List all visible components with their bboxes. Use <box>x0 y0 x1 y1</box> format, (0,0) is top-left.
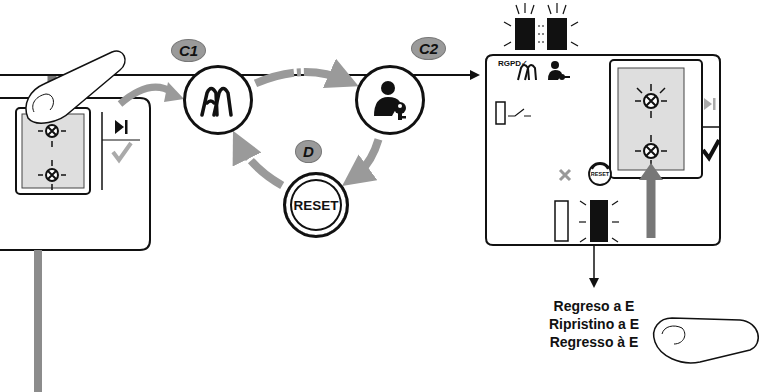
key-user-icon <box>368 80 412 120</box>
reset-icon-label: RESET <box>591 171 609 177</box>
cycle-arrow <box>256 72 348 83</box>
cycle-arrow <box>352 139 378 178</box>
people-icon <box>198 83 238 117</box>
key-user-circle: C2 <box>355 65 425 135</box>
callout-number: C2 <box>411 37 446 60</box>
users-circle: C1 <box>183 65 253 135</box>
cycle-arrow <box>239 142 283 185</box>
return-text: Regreso a E <box>554 298 635 314</box>
rgpd-label: RGPD✓ <box>498 59 528 68</box>
callout-number: D <box>295 140 322 163</box>
reset-circle: DRESET <box>283 172 349 238</box>
return-text: Regresso à E <box>550 334 639 350</box>
node-text: RESET <box>293 198 338 213</box>
return-text: Ripristino a E <box>549 316 639 332</box>
callout-number: C1 <box>171 39 206 62</box>
